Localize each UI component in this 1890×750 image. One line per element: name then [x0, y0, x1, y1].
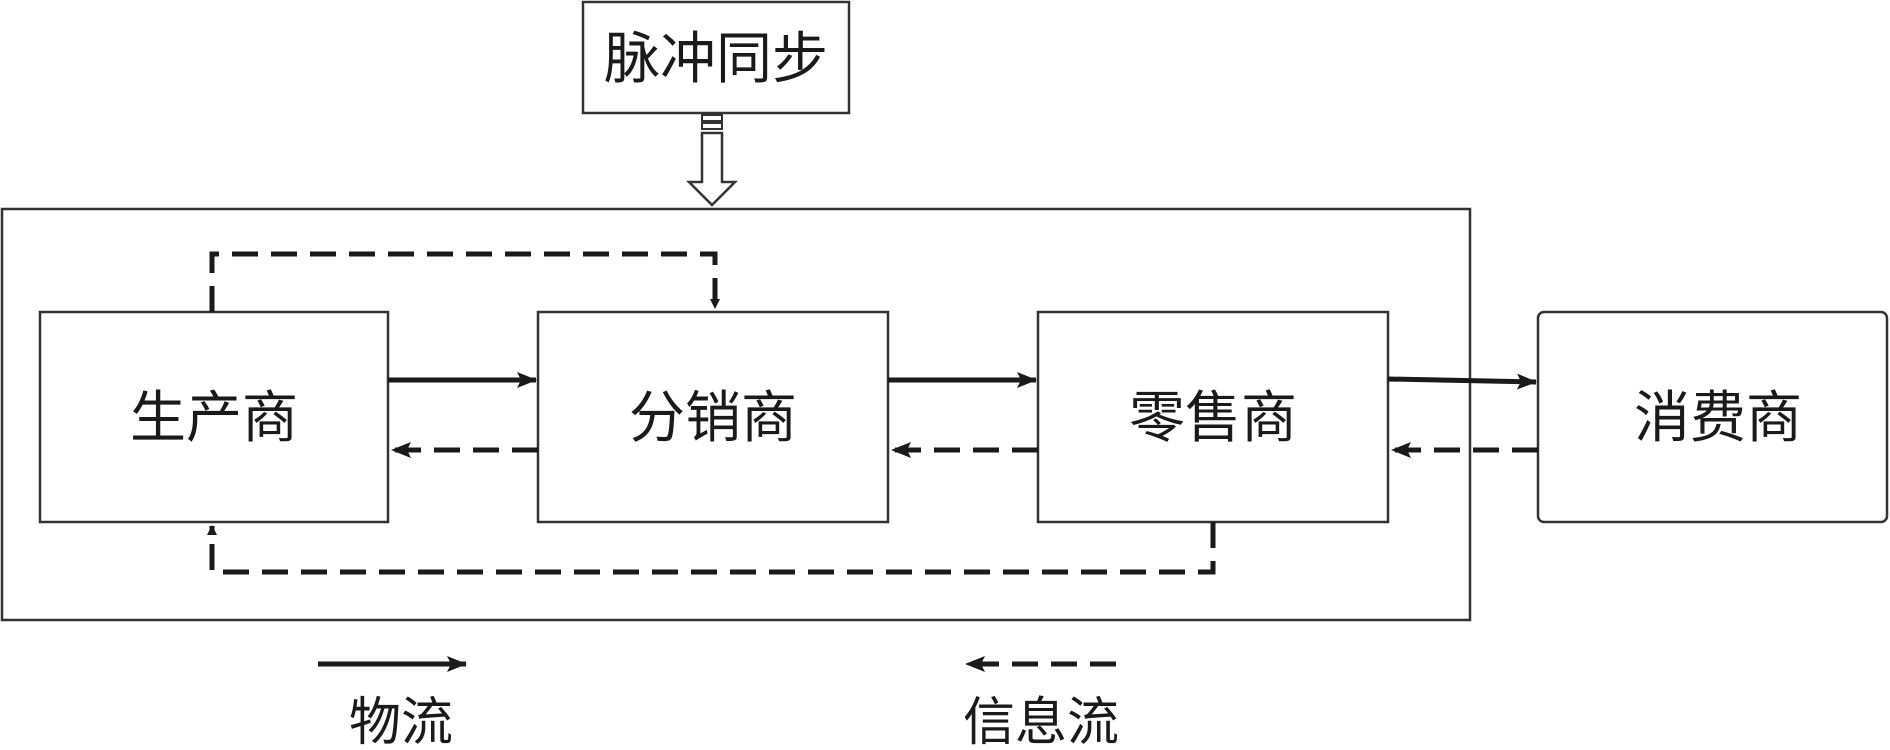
retailer-box	[1036, 310, 1390, 524]
legend-material-flow-label: 物流	[349, 693, 453, 750]
consumer-box	[1536, 310, 1889, 524]
distributor-label: 分销商	[629, 386, 797, 451]
retailer-label: 零售商	[1129, 386, 1297, 451]
pulse-sync-box	[581, 0, 851, 115]
information-flow-retailer-to-producer-bottom	[207, 522, 1216, 575]
legend-information-flow-label: 信息流	[963, 693, 1119, 750]
producer-box	[38, 310, 390, 524]
consumer-label: 消费商	[1634, 386, 1802, 451]
pulse-sync-hollow-arrow	[685, 114, 739, 207]
information-flow-producer-to-distributor-top	[209, 251, 720, 312]
material-flow-retailer-to-consumer	[1387, 373, 1537, 390]
producer-label: 生产商	[130, 386, 298, 451]
supply-chain-container	[0, 207, 1472, 622]
distributor-box	[536, 310, 890, 524]
pulse-sync-label: 脉冲同步	[604, 27, 828, 92]
